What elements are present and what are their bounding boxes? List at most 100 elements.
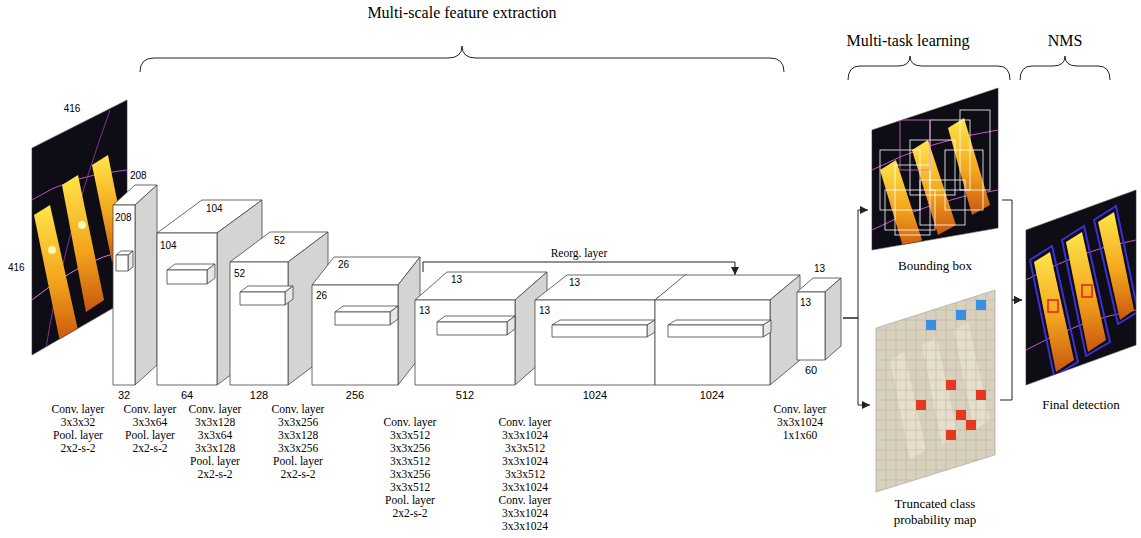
image-caption: Final detection <box>1042 397 1120 413</box>
image-caption: Truncated class probability map <box>879 496 991 528</box>
front-face <box>157 233 217 385</box>
dimension-label: 104 <box>206 203 223 214</box>
image-frame <box>872 88 998 250</box>
candidate-box <box>900 120 930 170</box>
detection-red <box>1048 300 1058 312</box>
section-heading: Multi-scale feature extraction <box>367 4 556 22</box>
channel-count: 512 <box>456 389 474 401</box>
candidate-box <box>885 190 935 230</box>
dimension-label: 13 <box>800 297 811 308</box>
front-face <box>437 322 507 335</box>
class-cell-blue <box>926 320 936 330</box>
top-face <box>240 286 293 292</box>
class-cell-red <box>916 400 926 410</box>
layer-spec: 3x3x1024 <box>502 520 548 533</box>
layer-spec: 2x2-s-2 <box>392 507 427 520</box>
channel-count: 128 <box>250 389 268 401</box>
final-detection-image <box>1026 190 1138 385</box>
feature-cuboid: 1024 <box>655 275 800 403</box>
dimension-label: 416 <box>8 262 25 273</box>
layer-spec: Conv. layer <box>499 416 552 429</box>
panel-bar <box>880 160 922 250</box>
section-brace <box>140 46 784 72</box>
dimension-label: 13 <box>814 263 825 274</box>
class-cell-red <box>956 410 966 420</box>
layer-spec: 1x1x60 <box>783 429 818 442</box>
layer-spec: Conv. layer <box>52 403 105 416</box>
front-face <box>116 255 128 271</box>
layer-spec: 3x3x128 <box>278 429 318 442</box>
dimension-label: 13 <box>569 277 580 288</box>
layer-spec: 3x3x1024 <box>777 416 823 429</box>
detection-outline <box>1094 206 1138 324</box>
candidate-box <box>910 140 955 195</box>
side-face <box>390 306 398 325</box>
faint-panel <box>890 352 926 460</box>
front-face <box>415 300 515 385</box>
cuboid-shape <box>415 272 547 402</box>
feature-cuboid: 2626256 <box>312 257 420 403</box>
layer-spec: 3x3x256 <box>390 468 430 481</box>
layer-spec: 3x3x512 <box>505 442 545 455</box>
layer-spec: Conv. layer <box>272 403 325 416</box>
layer-spec: Pool. layer <box>53 429 103 442</box>
cuboid-shape <box>312 257 420 402</box>
front-face <box>312 285 398 385</box>
side-face <box>285 286 293 305</box>
bounding-box-image <box>872 88 998 250</box>
layer-spec: Pool. layer <box>125 429 175 442</box>
section-brace <box>848 56 1010 80</box>
front-face <box>167 270 207 284</box>
front-face <box>535 300 655 385</box>
channel-count: 256 <box>346 389 364 401</box>
layer-spec: 2x2-s-2 <box>60 442 95 455</box>
dimension-label: 13 <box>451 274 462 285</box>
layer-spec: Conv. layer <box>774 403 827 416</box>
class-probability-map <box>870 280 1000 500</box>
feature-cuboid: 20820832 <box>113 185 157 403</box>
candidate-box <box>960 110 990 190</box>
detection-outline <box>1062 226 1110 356</box>
channel-count: 64 <box>181 389 193 401</box>
section-heading: Multi-task learning <box>846 32 969 50</box>
side-face <box>135 185 157 385</box>
layer-spec: 2x2-s-2 <box>132 442 167 455</box>
top-face <box>668 320 771 325</box>
faint-panel <box>954 322 990 430</box>
image-caption: Bounding box <box>898 258 972 274</box>
layer-spec: 3x3x1024 <box>502 429 548 442</box>
side-face <box>770 275 800 385</box>
layer-spec: 3x3x512 <box>390 429 430 442</box>
class-cell-blue <box>956 310 966 320</box>
grid-lines <box>870 280 1000 500</box>
channel-count: 1024 <box>700 389 724 401</box>
faint-panel <box>922 337 958 445</box>
connector-arrow <box>1002 200 1022 300</box>
front-face <box>230 262 288 385</box>
layer-spec: 3x3x32 <box>61 416 96 429</box>
layer-spec: 3x3x64 <box>133 416 168 429</box>
connector-arrow <box>1000 300 1022 400</box>
image-ground <box>872 88 998 250</box>
side-face <box>647 320 655 337</box>
image-panel: Bounding box <box>868 86 1002 276</box>
layer-spec: 3x3x256 <box>390 442 430 455</box>
layer-spec: 3x3x512 <box>390 481 430 494</box>
side-face <box>507 316 515 335</box>
panel-bar <box>62 175 104 312</box>
dimension-label: 26 <box>316 290 327 301</box>
side-face <box>825 278 841 360</box>
detection-red <box>1082 285 1092 297</box>
side-face <box>128 251 133 271</box>
cuboid-shape <box>797 278 841 377</box>
connector-arrow <box>843 210 868 318</box>
dimension-label: 416 <box>64 103 81 114</box>
layer-spec: 2x2-s-2 <box>197 468 232 481</box>
cuboid-shape <box>655 275 800 402</box>
channel-count: 1024 <box>583 389 607 401</box>
front-face <box>335 312 390 325</box>
layer-spec: 3x3x1024 <box>502 507 548 520</box>
layer-spec: 3x3x512 <box>390 455 430 468</box>
layer-spec: Pool. layer <box>385 494 435 507</box>
